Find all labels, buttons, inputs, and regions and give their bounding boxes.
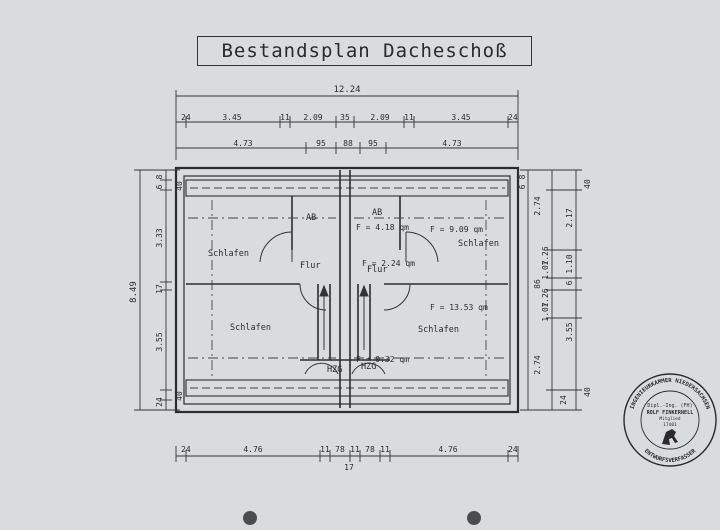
knee-wall-lines bbox=[188, 200, 506, 376]
dim-right-8: 6 bbox=[565, 280, 574, 285]
plan-title: Bestandsplan Dacheschoß bbox=[197, 36, 532, 66]
punch-hole-icon bbox=[243, 511, 257, 525]
dim-bottom-9: 17 bbox=[344, 463, 354, 472]
room-flur-right: Flur bbox=[367, 265, 387, 275]
area-hzg: F = 0.32 qm bbox=[356, 355, 409, 364]
dim-bottom-8: 24 bbox=[508, 445, 518, 454]
area-flur: F = 2.24 qm bbox=[362, 259, 415, 268]
room-flur-left: Flur bbox=[300, 261, 320, 271]
dim-left-1: 8 bbox=[155, 174, 164, 179]
eave-hatching bbox=[190, 187, 505, 389]
dim-left-3: 17 bbox=[155, 284, 164, 294]
dim-bottom-4: 11 bbox=[350, 445, 360, 454]
dim-right-0: 6 bbox=[518, 184, 527, 189]
dim-top-r2-7: 3.45 bbox=[451, 113, 470, 122]
eave-band-top bbox=[185, 179, 509, 197]
dim-right-3: 2.74 bbox=[533, 196, 542, 215]
dim-right-10: 1.26 bbox=[541, 288, 550, 307]
area-schlafen-br: F = 13.53 qm bbox=[430, 303, 488, 312]
dim-right-1: 8 bbox=[518, 174, 527, 179]
dim-right-9: 86 bbox=[533, 279, 542, 289]
stamp-horse-icon bbox=[662, 429, 678, 445]
dim-bottom-2: 11 bbox=[320, 445, 330, 454]
dim-right-15: 40 bbox=[583, 387, 592, 397]
room-ab-left: AB bbox=[306, 213, 316, 223]
room-schlafen-bottom-left: Schlafen bbox=[230, 323, 271, 333]
dim-top-r2-0: 24 bbox=[181, 113, 191, 122]
engineer-stamp: INGENIEURKAMMER NIEDERSACHSEN ENTWURFSVE… bbox=[623, 373, 717, 467]
dim-top-r2-1: 3.45 bbox=[222, 113, 241, 122]
door-swings bbox=[259, 231, 439, 375]
dim-left-0: 6 bbox=[155, 184, 164, 189]
area-schlafen-tr: F = 9.09 qm bbox=[430, 225, 483, 234]
dim-bottom-3: 78 bbox=[335, 445, 345, 454]
dim-left-7: 40 bbox=[175, 181, 184, 191]
dim-top-r2-8: 24 bbox=[508, 113, 518, 122]
dim-right-5: 1.26 bbox=[541, 246, 550, 265]
dim-left-2: 3.33 bbox=[155, 228, 164, 247]
stamp-line-1: Dipl.-Ing. (FH) bbox=[647, 403, 692, 409]
dim-top-r3-4: 4.73 bbox=[442, 139, 461, 148]
dim-top-r2-5: 2.09 bbox=[370, 113, 389, 122]
room-ab-right: AB bbox=[372, 208, 382, 218]
stamp-line-3: Mitglied bbox=[659, 416, 681, 422]
dim-bottom-0: 24 bbox=[181, 445, 191, 454]
dim-right-4: 2.17 bbox=[565, 208, 574, 227]
room-hzg-left: HZG bbox=[327, 365, 342, 375]
dim-right-12: 3.55 bbox=[565, 322, 574, 341]
dim-top-r3-2: 88 bbox=[343, 139, 353, 148]
stamp-line-4: 17401 bbox=[663, 422, 677, 428]
dim-overall: 12.24 bbox=[333, 85, 360, 95]
stair-arrows bbox=[319, 284, 369, 350]
dim-left-5: 24 bbox=[155, 397, 164, 407]
dim-top-r2-6: 11 bbox=[404, 113, 414, 122]
dim-bottom-6: 11 bbox=[380, 445, 390, 454]
outer-wall bbox=[174, 166, 520, 414]
dim-left-6: 8.49 bbox=[129, 281, 139, 303]
dim-bottom-5: 78 bbox=[365, 445, 375, 454]
room-hzg-right: HZG bbox=[361, 362, 376, 372]
dim-bottom-1: 4.76 bbox=[243, 445, 262, 454]
dim-top-r2-2: 11 bbox=[280, 113, 290, 122]
dim-right-7: 1.10 bbox=[565, 254, 574, 273]
dim-right-13: 2.74 bbox=[533, 355, 542, 374]
inner-wall-line bbox=[183, 175, 511, 405]
area-ab: F = 4.18 qm bbox=[356, 223, 409, 232]
dim-right-2: 40 bbox=[583, 179, 592, 189]
eave-band-bottom bbox=[185, 379, 509, 397]
dim-left-4: 3.55 bbox=[155, 332, 164, 351]
dim-top-r3-0: 4.73 bbox=[233, 139, 252, 148]
room-schlafen-bottom-right: Schlafen bbox=[418, 325, 459, 335]
dim-bottom-7: 4.76 bbox=[438, 445, 457, 454]
dim-top-r3-1: 95 bbox=[316, 139, 326, 148]
room-schlafen-top-left: Schlafen bbox=[208, 249, 249, 259]
stamp-line-2: ROLF FINKERNELL bbox=[647, 410, 694, 416]
dim-left-8: 40 bbox=[175, 391, 184, 401]
dim-top-r2-4: 35 bbox=[340, 113, 350, 122]
dim-right-11: 1.07 bbox=[541, 302, 550, 321]
dim-top-r2-3: 2.09 bbox=[303, 113, 322, 122]
punch-hole-icon bbox=[467, 511, 481, 525]
dim-right-6: 1.07 bbox=[541, 260, 550, 279]
room-schlafen-top-right: Schlafen bbox=[458, 239, 499, 249]
dim-top-r3-3: 95 bbox=[368, 139, 378, 148]
dim-right-14: 24 bbox=[559, 395, 568, 405]
